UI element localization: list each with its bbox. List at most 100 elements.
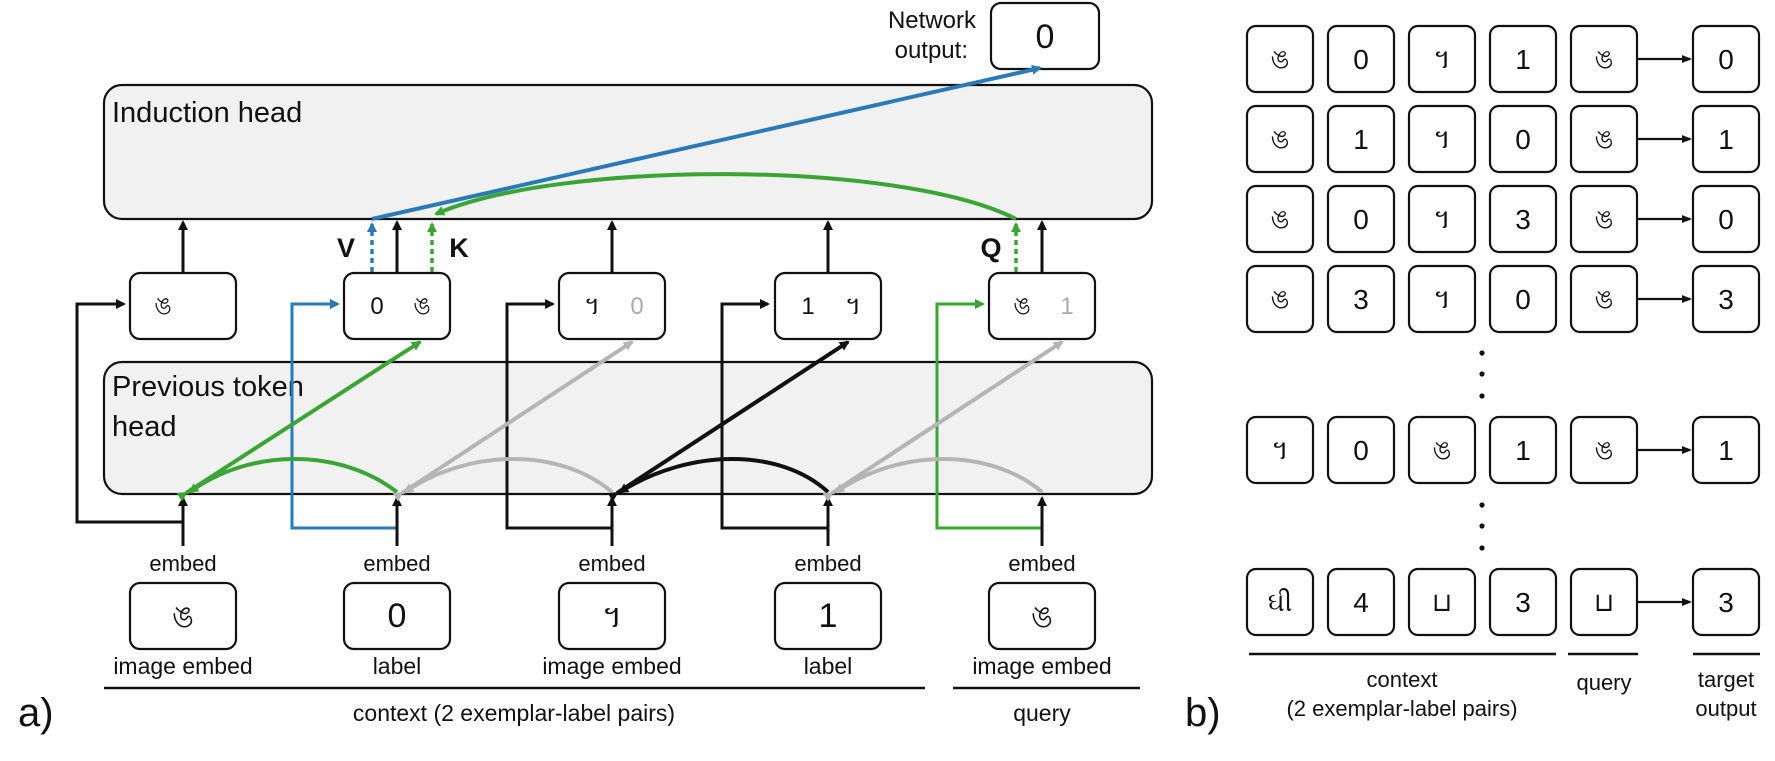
context-cell — [1326, 184, 1396, 254]
induction-attention-arc — [434, 172, 1017, 221]
token-glyph: 1 — [819, 597, 838, 635]
cell-token: 0 — [1353, 435, 1369, 466]
context-cell — [1407, 264, 1477, 334]
ellipsis-dots — [1479, 350, 1485, 551]
context-cell — [1326, 264, 1396, 334]
cell-token: ។ — [1433, 204, 1450, 234]
query-cell — [1569, 567, 1639, 637]
query-label: query — [1013, 700, 1071, 726]
cell-token: ঙ — [1594, 435, 1613, 465]
prev-token-diagonals — [176, 340, 1064, 502]
context-label: context (2 exemplar-label pairs) — [353, 700, 675, 726]
context-cell — [1488, 104, 1558, 174]
cell-token: 3 — [1515, 587, 1531, 618]
token-caption: label — [373, 653, 422, 679]
target-cell — [1691, 24, 1761, 94]
cell-token: ঙ — [1270, 204, 1289, 234]
cell-token: 0 — [1515, 124, 1531, 155]
diagonal-2 — [392, 340, 634, 502]
context-cell — [1488, 415, 1558, 485]
cell-token: ⊔ — [1594, 587, 1614, 617]
residual-box — [128, 271, 238, 341]
token-glyph: ។ — [602, 601, 622, 634]
network-output-box — [989, 1, 1101, 71]
cell-token: ঙ — [1432, 435, 1451, 465]
token-box — [773, 581, 883, 651]
vkq-arrows — [367, 222, 1021, 272]
induction-head-label: Induction head — [112, 97, 302, 129]
context-cell — [1326, 567, 1396, 637]
context-cell — [1245, 104, 1315, 174]
context-cell — [1245, 264, 1315, 334]
target-cell — [1691, 264, 1761, 334]
context-cell — [1488, 264, 1558, 334]
residual-left-token: ។ — [584, 293, 600, 320]
q-label: Q — [980, 233, 1001, 263]
token-box — [557, 581, 667, 651]
token-caption: label — [804, 653, 853, 679]
token-box — [128, 581, 238, 651]
context-cell — [1326, 24, 1396, 94]
b-context-label-line1: context — [1367, 667, 1438, 692]
query-cell — [1569, 264, 1639, 334]
context-cell — [1326, 104, 1396, 174]
cell-token: 3 — [1718, 587, 1734, 618]
context-cell — [1407, 415, 1477, 485]
token-glyph: 0 — [388, 597, 407, 635]
network-output-label-line2: output: — [895, 37, 968, 64]
context-cell — [1488, 184, 1558, 254]
b-query-label: query — [1576, 670, 1631, 695]
query-cell — [1569, 415, 1639, 485]
b-target-label-line1: target — [1698, 667, 1754, 692]
target-cell — [1691, 415, 1761, 485]
cell-token: 1 — [1515, 435, 1531, 466]
embed-label: embed — [363, 551, 430, 576]
token-glyph: ঙ — [172, 601, 194, 634]
context-cell — [1407, 567, 1477, 637]
panel-a: Induction head Previous token head Netwo… — [18, 1, 1154, 735]
ellipsis-dot — [1479, 545, 1485, 551]
diagonal-4 — [822, 340, 1064, 502]
embed-up-arrows — [178, 496, 1047, 546]
residual-box — [557, 271, 667, 341]
cell-token: 3 — [1515, 204, 1531, 235]
token-caption: image embed — [113, 653, 252, 679]
cell-token: ঙ — [1594, 204, 1613, 234]
cell-token: 1 — [1353, 124, 1369, 155]
previous-token-head-label-line2: head — [112, 411, 177, 443]
context-cell — [1326, 415, 1396, 485]
cell-token: 3 — [1353, 284, 1369, 315]
ellipsis-dot — [1479, 502, 1485, 508]
query-cell — [1569, 104, 1639, 174]
cell-token: ঙ — [1594, 44, 1613, 74]
ellipsis-dot — [1479, 393, 1485, 399]
panel-a-tag: a) — [18, 691, 54, 735]
embed-label: embed — [1008, 551, 1075, 576]
cell-token: ។ — [1433, 284, 1450, 314]
token-box — [342, 581, 452, 651]
context-cell — [1245, 567, 1315, 637]
cell-token: ঙ — [1594, 124, 1613, 154]
cell-token: 1 — [1718, 124, 1734, 155]
residual-right-token: ঙ — [413, 293, 431, 320]
context-cell — [1407, 24, 1477, 94]
mid-to-induction-arrows — [178, 220, 1047, 273]
residual-right-token: 0 — [630, 293, 643, 320]
network-output-label-line1: Network — [888, 7, 977, 34]
cell-token: 0 — [1353, 204, 1369, 235]
previous-token-head-label-line1: Previous token — [112, 371, 304, 403]
token-caption: image embed — [542, 653, 681, 679]
token-caption: image embed — [972, 653, 1111, 679]
target-cell — [1691, 567, 1761, 637]
ellipsis-dot — [1479, 350, 1485, 356]
